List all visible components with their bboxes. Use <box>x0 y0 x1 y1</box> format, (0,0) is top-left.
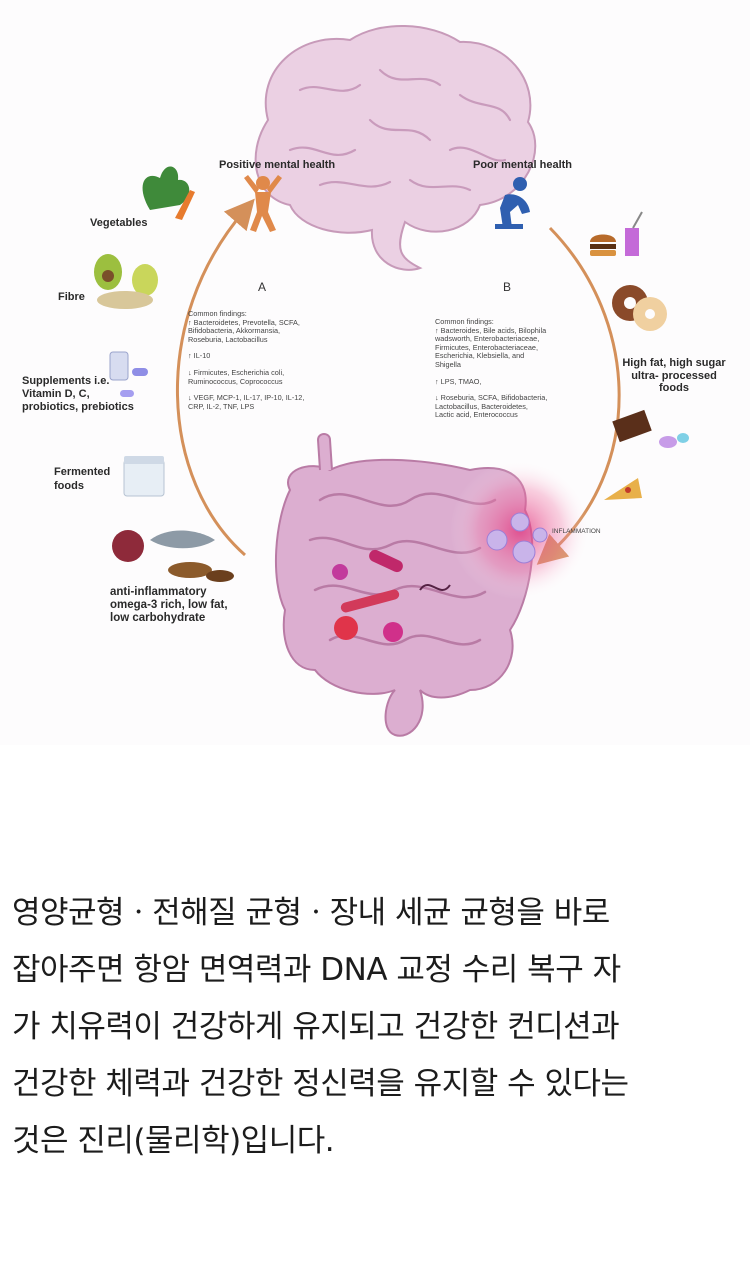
article-caption: 영양균형ㆍ전해질 균형ㆍ장내 세균 균형을 바로 잡아주면 항암 면역력과 DN… <box>12 885 740 1170</box>
vegetables-label: Vegetables <box>90 217 148 229</box>
fermented-foods-label: Fermented foods <box>54 466 111 492</box>
positive-mental-health-label: Positive mental health <box>219 159 336 171</box>
caption-line: 건강한 체력과 건강한 정신력을 유지할 수 있다는 <box>12 1066 629 1102</box>
poor-mental-health-label: Poor mental health <box>473 159 573 171</box>
positive-person-icon <box>244 175 282 232</box>
high-fat-label: High fat, high sugar ultra- processed fo… <box>622 357 726 394</box>
panel-a-letter: A <box>258 280 267 294</box>
supplements-label: Supplements i.e. Vitamin D, C, probiotic… <box>22 375 134 413</box>
chocolate-candy-icon <box>612 409 689 448</box>
fibre-label: Fibre <box>58 291 85 303</box>
panel-b-findings: Common findings: ↑ Bacteroides, Bile aci… <box>435 317 548 420</box>
omega-foods-icon <box>112 530 234 582</box>
sad-person-icon <box>495 177 530 229</box>
diagram-artwork <box>94 25 689 737</box>
inflammation-label: INFLAMMATION <box>552 528 601 535</box>
donuts-icon <box>612 285 667 331</box>
pizza-icon <box>604 478 642 500</box>
fibre-icon <box>94 254 158 309</box>
gut-brain-diagram: Positive mental health Poor mental healt… <box>22 25 726 737</box>
vegetables-icon <box>142 166 195 220</box>
caption-line: 가 치유력이 건강하게 유지되고 건강한 컨디션과 <box>12 1009 620 1045</box>
caption-line: 것은 진리(물리학)입니다. <box>12 1123 335 1159</box>
junk-food-icon <box>590 211 643 256</box>
panel-a-findings: Common findings: ↑ Bacteroidetes, Prevot… <box>188 309 305 411</box>
caption-line: 영양균형ㆍ전해질 균형ㆍ장내 세균 균형을 바로 <box>12 895 610 931</box>
caption-line: 잡아주면 항암 면역력과 DNA 교정 수리 복구 자 <box>12 952 621 988</box>
panel-b-letter: B <box>503 280 512 294</box>
inflammation-cells <box>450 460 590 600</box>
supplements-icon <box>109 351 148 397</box>
fermented-foods-icon <box>123 456 165 497</box>
brain-illustration <box>254 25 537 271</box>
anti-inflammatory-label: anti-inflammatory omega-3 rich, low fat,… <box>110 586 228 624</box>
